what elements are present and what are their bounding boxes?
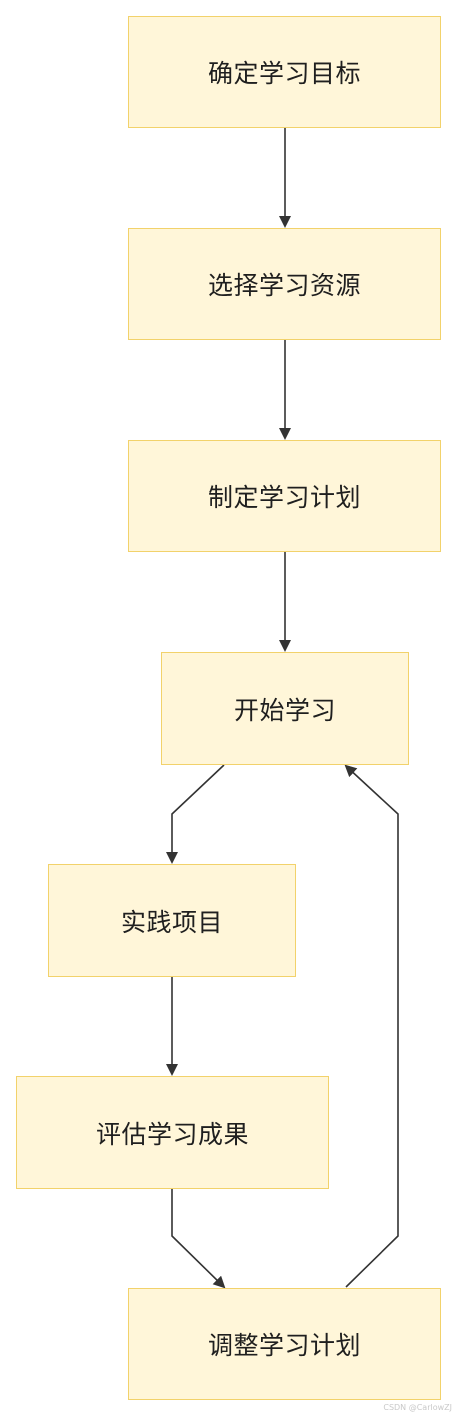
node-choose-resources: 选择学习资源 (128, 228, 441, 340)
node-label: 确定学习目标 (207, 59, 361, 88)
node-evaluate-results: 评估学习成果 (16, 1076, 329, 1189)
node-label: 评估学习成果 (95, 1119, 249, 1149)
node-label: 选择学习资源 (207, 271, 361, 300)
node-label: 调整学习计划 (207, 1331, 361, 1360)
node-practice-projects: 实践项目 (48, 864, 296, 977)
node-label: 制定学习计划 (207, 483, 361, 512)
node-make-plan: 制定学习计划 (128, 440, 441, 552)
edge-n4-n5 (166, 764, 225, 864)
node-label: 实践项目 (120, 907, 223, 937)
node-label: 开始学习 (233, 695, 336, 725)
node-adjust-plan: 调整学习计划 (128, 1288, 441, 1400)
watermark: CSDN @CarlowZJ (383, 1403, 452, 1412)
node-define-goals: 确定学习目标 (128, 16, 441, 128)
edge-n6-n7 (171, 1189, 226, 1289)
edge-n7-n4-loop (344, 764, 399, 1288)
node-start-learning: 开始学习 (161, 652, 409, 765)
